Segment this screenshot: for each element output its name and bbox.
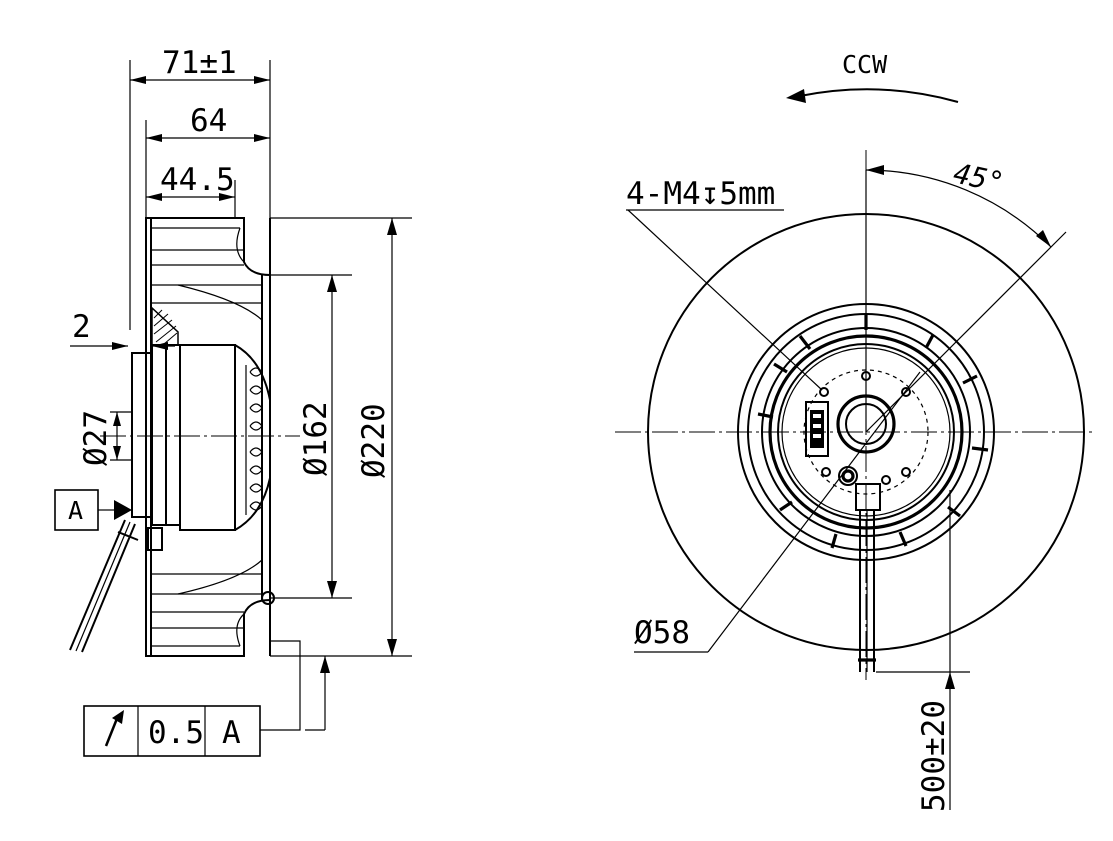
tolerance-datum: A [222, 715, 241, 751]
blade-ticks [757, 314, 989, 549]
dim-inner-depth-label: 44.5 [160, 162, 235, 198]
dim-outer-dia-label: Ø220 [356, 403, 392, 478]
datum-feature: A [54, 489, 132, 531]
tolerance-value: 0.5 [148, 715, 204, 751]
motor-dia-label: Ø58 [634, 615, 690, 651]
motor-side [131, 306, 271, 551]
dimension-hub-dia: Ø27 [78, 410, 132, 466]
cable-length-label: 500±20 [916, 700, 952, 812]
angle-label: 45° [951, 157, 1007, 200]
dim-flange-label: 2 [72, 309, 91, 345]
rotation-label: CCW [842, 50, 888, 79]
dimension-depth: 64 [146, 103, 270, 142]
dim-overall-depth-label: 71±1 [162, 45, 237, 81]
dim-depth-label: 64 [190, 103, 227, 139]
runout-leader [260, 640, 330, 731]
dimension-outer-dia: Ø220 [270, 217, 412, 657]
runout-symbol-icon [104, 710, 124, 747]
motor-dia-callout: Ø58 [634, 371, 921, 653]
tolerance-frame: 0.5 A [83, 705, 261, 757]
dim-inlet-dia-label: Ø162 [298, 401, 334, 476]
impeller-side-outline [145, 217, 275, 657]
front-view: CCW [615, 50, 1095, 812]
thread-spec-label: 4-M4↧5mm [626, 176, 775, 212]
dimension-flange: 2 [70, 309, 175, 350]
side-view: 71±1 64 44.5 [54, 45, 412, 757]
mounting-holes [819, 371, 911, 485]
thread-callout: 4-M4↧5mm [626, 176, 823, 391]
motor-cooling-fins [245, 365, 263, 515]
cable-length-dimension: 500±20 [876, 490, 970, 812]
connector-block [805, 401, 829, 457]
datum-label: A [68, 496, 83, 525]
dimension-overall-depth: 71±1 [130, 45, 270, 84]
dimension-inner-depth: 44.5 [146, 162, 235, 201]
side-cable [69, 519, 139, 653]
rotation-indicator: CCW [786, 50, 959, 103]
dimension-inlet-dia: Ø162 [270, 274, 352, 599]
front-cable [855, 483, 881, 672]
dim-hub-dia-label: Ø27 [78, 410, 114, 466]
